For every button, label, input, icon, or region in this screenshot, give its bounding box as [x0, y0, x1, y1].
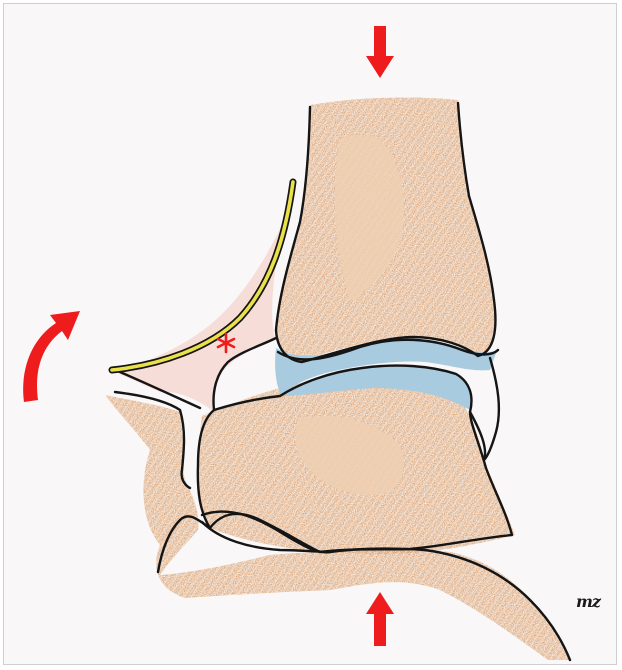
artist-signature: mz [576, 592, 600, 611]
compression-arrow-down-icon [366, 26, 394, 78]
curved-rotation-arrow-icon [23, 311, 80, 402]
compression-arrow-up-icon [366, 592, 394, 646]
lateral-malleolus-outline [484, 358, 499, 460]
